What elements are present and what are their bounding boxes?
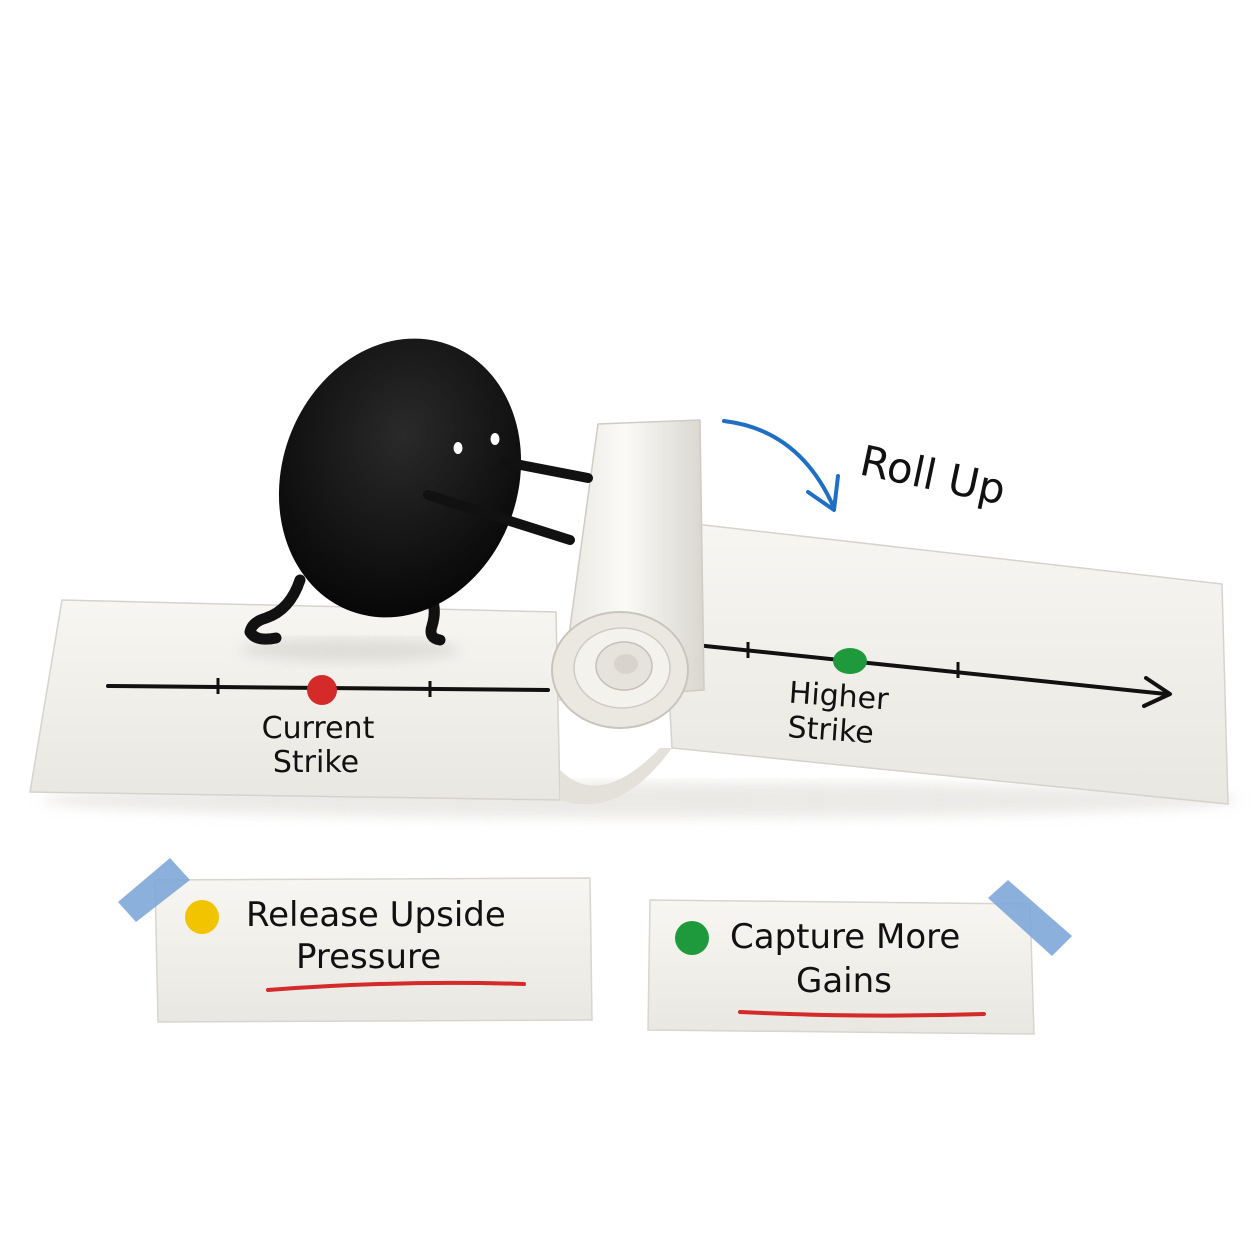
roll-up-label: Roll Up [856,436,1010,515]
higher-strike-label-line2: Strike [786,710,874,751]
note2-line2: Gains [796,961,892,1001]
paper-roll-icon [551,419,705,729]
note2-underline [738,1010,986,1018]
roll-arrow-icon [722,419,836,510]
blue-tape-icon [988,880,1072,956]
roll-arrow-head-icon [806,474,840,512]
note-dot-green [675,921,709,955]
current-strike-label-line2: Strike [273,745,359,780]
note-release-upside: Release Upside Pressure [118,858,593,1023]
note1-line1: Release Upside [246,895,506,935]
note1-underline [266,980,526,992]
black-bean-character-icon [240,338,593,662]
higher-strike-dot [833,648,867,674]
blue-tape-icon [118,858,190,922]
note1-line2: Pressure [296,937,441,977]
note-dot-yellow [185,900,219,934]
current-strike-dot [307,675,337,705]
current-strike-label-line1: Current [262,711,375,746]
note-capture-gains: Capture More Gains [647,880,1072,1035]
higher-strike-label-line1: Higher [788,676,891,718]
note2-line1: Capture More [730,917,960,957]
